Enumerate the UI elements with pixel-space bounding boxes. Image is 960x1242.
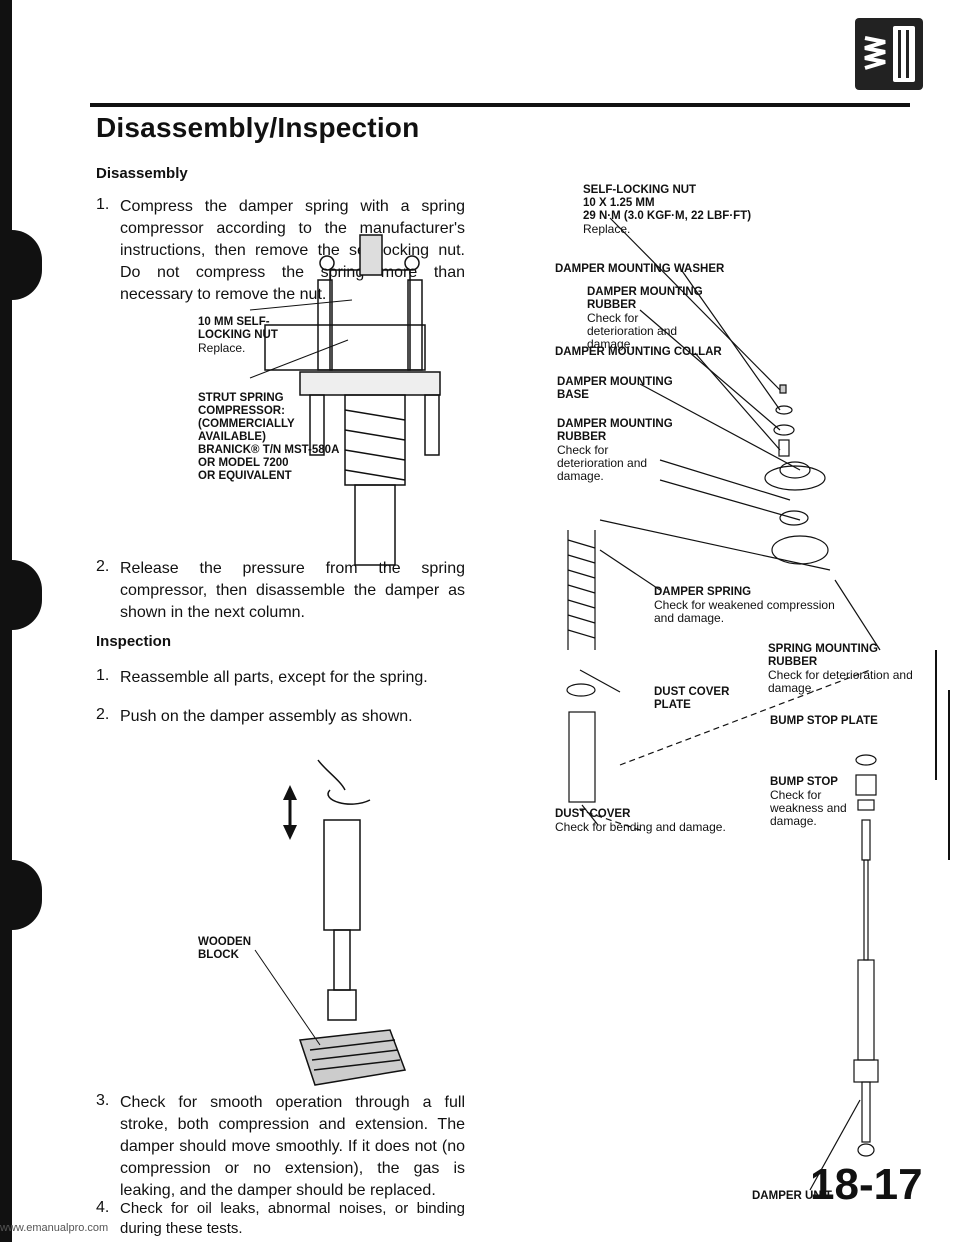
step-number: 2. [96, 706, 110, 723]
dust-cover-plate-label: DUST COVER PLATE [654, 686, 730, 711]
step-number: 2. [96, 558, 110, 575]
mount-rubber-upper-label: DAMPER MOUNTING RUBBER Check for deterio… [587, 286, 703, 351]
washer-label: DAMPER MOUNTING WASHER [555, 263, 725, 275]
margin-mark [935, 650, 937, 780]
disassembly-step-2: Release the pressure from the spring com… [120, 560, 465, 621]
inspection-heading: Inspection [96, 633, 172, 650]
bump-stop-label: BUMP STOP Check for weakness and damage. [770, 776, 847, 828]
bump-stop-plate-label: BUMP STOP PLATE [770, 715, 878, 727]
margin-mark [948, 690, 950, 860]
page-number: 18-17 [810, 1160, 923, 1209]
step-number: 1. [96, 667, 110, 684]
spring-rubber-label: SPRING MOUNTING RUBBER Check for deterio… [768, 643, 913, 695]
binder-tab [0, 230, 42, 300]
source-url[interactable]: www.emanualpro.com [0, 1222, 109, 1234]
disassembly-heading: Disassembly [96, 165, 188, 182]
step-number: 4. [96, 1199, 110, 1216]
base-label: DAMPER MOUNTING BASE [557, 376, 673, 401]
binder-tab [0, 860, 42, 930]
binder-tab [0, 560, 42, 630]
inspection-step-2: Push on the damper assembly as shown. [120, 708, 413, 725]
compressor-label: STRUT SPRING COMPRESSOR: (Commercially a… [198, 392, 340, 482]
section-suspension-icon [855, 18, 923, 90]
damper-unit-label: DAMPER UNIT [752, 1190, 832, 1202]
page-title: Disassembly/Inspection [96, 112, 420, 143]
exploded-nut-label: SELF-LOCKING NUT 10 x 1.25 mm 29 N·m (3.… [583, 184, 752, 236]
nut-label: 10 mm SELF-LOCKING NUT Replace. [198, 316, 278, 355]
dust-cover-label: DUST COVER Check for bending and damage. [555, 808, 726, 834]
collar-label: DAMPER MOUNTING COLLAR [555, 346, 722, 358]
wooden-block-label: WOODEN BLOCK [198, 936, 252, 961]
step-number: 3. [96, 1092, 110, 1109]
inspection-step-1: Reassemble all parts, except for the spr… [120, 669, 428, 686]
step-number: 1. [96, 196, 110, 213]
spring-label: DAMPER SPRING Check for weakened compres… [654, 586, 835, 625]
inspection-step-4: Check for oil leaks, abnormal noises, or… [120, 1200, 465, 1237]
mount-rubber-lower-label: DAMPER MOUNTING RUBBER Check for deterio… [557, 418, 673, 483]
header-rule [90, 103, 910, 107]
inspection-step-3: Check for smooth operation through a ful… [120, 1094, 465, 1199]
